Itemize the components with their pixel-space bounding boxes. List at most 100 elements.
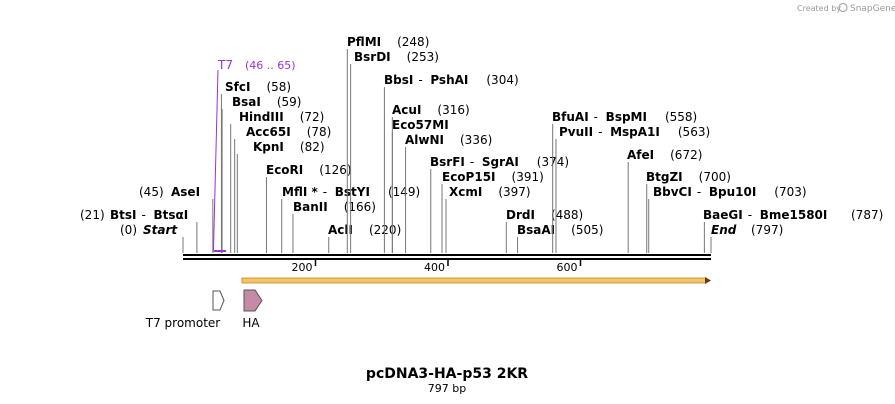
site-name: PflMI — [347, 35, 381, 49]
site-position: (703) — [774, 185, 806, 199]
snapgene-logo-icon — [838, 2, 848, 13]
site-name: BsaI — [232, 95, 261, 109]
site-position: (72) — [300, 110, 325, 124]
promoter-arrow-icon — [212, 290, 225, 311]
site-eco57mi[interactable]: Eco57MI — [391, 118, 449, 253]
site-acc65i[interactable]: Acc65I (78) — [234, 125, 332, 253]
site-bsrdi[interactable]: BsrDI (253) — [350, 50, 439, 253]
site-position: (21) — [80, 208, 105, 222]
site-position: (700) — [699, 170, 731, 184]
feature-ha[interactable]: HA — [242, 289, 263, 330]
orf-feature[interactable] — [241, 277, 711, 284]
sequence-backbone — [183, 254, 711, 260]
plasmid-name: pcDNA3-HA-p53 2KR — [366, 366, 528, 382]
site-name: AcuI — [392, 103, 421, 117]
site-position: (316) — [437, 103, 469, 117]
site-name: BbvCI — [653, 185, 692, 199]
site-name: BbsI — [384, 73, 413, 87]
ruler-tick-label: 200 — [291, 261, 312, 274]
site-position: (58) — [266, 80, 291, 94]
site-btgzi[interactable]: BtgZI (700) — [646, 170, 731, 253]
site-name: XcmI — [449, 185, 482, 199]
site-separator: - — [598, 125, 602, 139]
site-name: BtgZI — [646, 170, 683, 184]
site-name: EcoRI — [266, 163, 303, 177]
site-kpni[interactable]: KpnI(82) — [236, 140, 325, 253]
feature-t7-promoter[interactable]: T7 promoter — [145, 290, 225, 330]
site-name: PvuII — [559, 125, 593, 139]
site-bsrfi[interactable]: BsrFI-SgrAI(374) — [430, 155, 569, 253]
site-name: EcoP15I — [442, 170, 496, 184]
site-alwni[interactable]: AlwNI (336) — [405, 133, 492, 253]
site-position: (558) — [665, 110, 697, 124]
primer-t7[interactable]: T7(46 .. 65) — [212, 58, 296, 252]
site-bbsi[interactable]: BbsI - PshAI (304) — [383, 73, 519, 253]
site-pvuii[interactable]: PvuII-MspA1I(563) — [555, 125, 710, 253]
site-separator: - — [323, 185, 327, 199]
site-sfci[interactable]: SfcI (58) — [220, 80, 291, 253]
site-position: (797) — [751, 223, 783, 237]
site-position: (78) — [307, 125, 332, 139]
site-separator: - — [748, 208, 752, 222]
site-asei[interactable]: AseI(45) — [139, 185, 214, 253]
site-position: (126) — [319, 163, 351, 177]
site-pflmi[interactable]: PflMI(248) — [346, 35, 429, 253]
site-bsai[interactable]: BsaI (59) — [221, 95, 302, 253]
site-separator: - — [594, 110, 598, 124]
feature-label: T7 promoter — [145, 316, 221, 330]
plasmid-length: 797 bp — [428, 382, 466, 395]
site-bfuai[interactable]: BfuAI-BspMI(558) — [552, 110, 697, 253]
site-alt-name: PshAI — [430, 73, 468, 87]
site-position: (59) — [277, 95, 302, 109]
site-name: AlwNI — [405, 133, 444, 147]
site-end[interactable]: End (797) — [710, 223, 783, 253]
site-separator: - — [142, 208, 146, 222]
site-alt-name: Bme1580I — [760, 208, 828, 222]
site-position: (397) — [498, 185, 530, 199]
site-bbvci[interactable]: BbvCI-Bpu10I(703) — [648, 185, 807, 253]
site-baegi[interactable]: BaeGI-Bme1580I(787) — [703, 208, 883, 253]
site-position: (304) — [486, 73, 518, 87]
credit-brand: SnapGene — [850, 4, 895, 14]
site-ecop15i[interactable]: EcoP15I (391) — [441, 170, 544, 253]
site-separator: - — [697, 185, 701, 199]
site-hindiii[interactable]: HindIII (72) — [230, 110, 325, 253]
site-position: (149) — [388, 185, 420, 199]
site-position: (391) — [512, 170, 544, 184]
site-position: (253) — [407, 50, 439, 64]
site-position: (336) — [460, 133, 492, 147]
site-afei[interactable]: AfeI (672) — [627, 148, 702, 253]
site-name: BsaAI — [517, 223, 555, 237]
site-mfli-[interactable]: MflI *-BstYI(149) — [281, 185, 421, 253]
site-name: AfeI — [627, 148, 654, 162]
site-position: (45) — [139, 185, 164, 199]
site-name: End — [711, 223, 737, 237]
snapgene-credit: Created by SnapGene — [797, 2, 895, 14]
site-alt-name: BtsαI — [154, 208, 189, 222]
site-xcmi[interactable]: XcmI (397) — [445, 185, 531, 253]
site-start[interactable]: Start(0) — [120, 223, 184, 253]
site-name: SfcI — [225, 80, 250, 94]
orf-arrow-icon — [705, 277, 711, 284]
site-position: (672) — [670, 148, 702, 162]
restriction-sites: Start(0)BtsI-BtsαI(21)AseI(45)SfcI(58)Bs… — [80, 35, 883, 253]
site-position: (505) — [571, 223, 603, 237]
site-name: BsrDI — [354, 50, 391, 64]
site-name: BaeGI — [703, 208, 743, 222]
site-name: AclI — [328, 223, 353, 237]
site-name: BtsI — [110, 208, 137, 222]
site-acli[interactable]: AclI (220) — [328, 223, 401, 253]
site-btsi[interactable]: BtsI-BtsαI (21) — [80, 208, 198, 253]
site-banii[interactable]: BanII(166) — [292, 200, 376, 253]
site-drdi[interactable]: DrdI(488) — [505, 208, 583, 253]
site-alt-name: BstYI — [335, 185, 370, 199]
site-position: (166) — [344, 200, 376, 214]
site-bsaai[interactable]: BsaAI (505) — [517, 223, 603, 253]
site-position: (220) — [369, 223, 401, 237]
site-separator: - — [470, 155, 474, 169]
site-name: Acc65I — [246, 125, 291, 139]
site-name: HindIII — [239, 110, 284, 124]
site-ecori[interactable]: EcoRI (126) — [265, 163, 352, 253]
site-name: Eco57MI — [392, 118, 449, 132]
primer-range: (46 .. 65) — [245, 59, 296, 72]
